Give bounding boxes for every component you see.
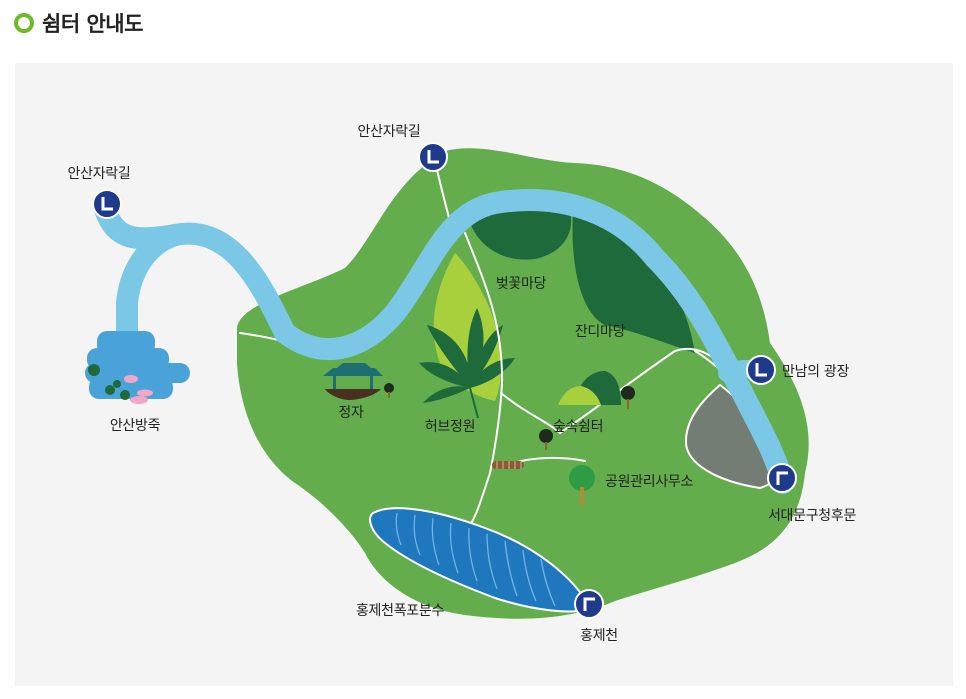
herb-garden-label: 허브정원 xyxy=(424,419,476,435)
forest-shelter-label: 숲속쉼터 xyxy=(552,419,604,435)
map-canvas xyxy=(85,142,809,619)
lotus-flower-icon xyxy=(137,389,153,397)
cherry-blossom-yard-label: 벚꽃마당 xyxy=(495,276,547,292)
page-title: 쉼터 안내도 xyxy=(42,12,143,36)
pavilion-icon xyxy=(323,363,394,400)
gate-marker-icon xyxy=(767,463,797,493)
lawn-yard-label: 잔디마당 xyxy=(574,324,626,340)
gate-marker-icon xyxy=(746,355,776,385)
page-header: 쉼터 안내도 xyxy=(14,6,143,40)
gate-marker-icon xyxy=(574,589,604,619)
bridge-icon xyxy=(492,461,524,469)
lawn-forest xyxy=(572,212,695,353)
park-office-label: 공원관리사무소 xyxy=(605,474,694,490)
lotus-leaf-icon xyxy=(113,380,121,388)
entrance-gate-ansan-west[interactable]: 안산자락길 xyxy=(67,166,131,182)
leaf-icon xyxy=(419,308,515,419)
title-bullet-icon xyxy=(14,13,34,33)
lotus-leaf-icon xyxy=(88,364,100,376)
tree-icon xyxy=(569,465,595,505)
ansan-reservoir-label: 안산방죽 xyxy=(109,418,161,434)
lotus-flower-icon xyxy=(130,396,148,404)
hill-icon xyxy=(539,371,635,450)
hongjecheon-lake xyxy=(369,507,592,613)
shelter-map: 안산자락길 안산자락길 만남의 광장 서대문구청후문 홍제천 안산방죽 정자 허… xyxy=(15,63,953,686)
hongjecheon-waterfall-fountain-label: 홍제천폭포분수 xyxy=(355,603,445,619)
gate-marker-icon xyxy=(92,189,122,219)
pavilion-label: 정자 xyxy=(338,405,364,421)
stream xyxy=(92,189,794,494)
entrance-gate-ansan-north[interactable]: 안산자락길 xyxy=(357,124,421,140)
gate-marker-icon xyxy=(418,142,448,172)
entrance-gate-seodaemun[interactable]: 서대문구청후문 xyxy=(767,508,857,524)
entrance-gate-hongjecheon[interactable]: 홍제천 xyxy=(580,628,618,644)
cherry-blossom-forest xyxy=(467,200,572,260)
entrance-gate-mannam[interactable]: 만남의 광장 xyxy=(782,364,850,380)
lotus-flower-icon xyxy=(124,375,138,383)
lotus-leaf-icon xyxy=(105,385,115,395)
ansan-reservoir-pond xyxy=(85,331,190,404)
stream-branch xyxy=(116,224,186,354)
lotus-leaf-icon xyxy=(120,390,130,400)
